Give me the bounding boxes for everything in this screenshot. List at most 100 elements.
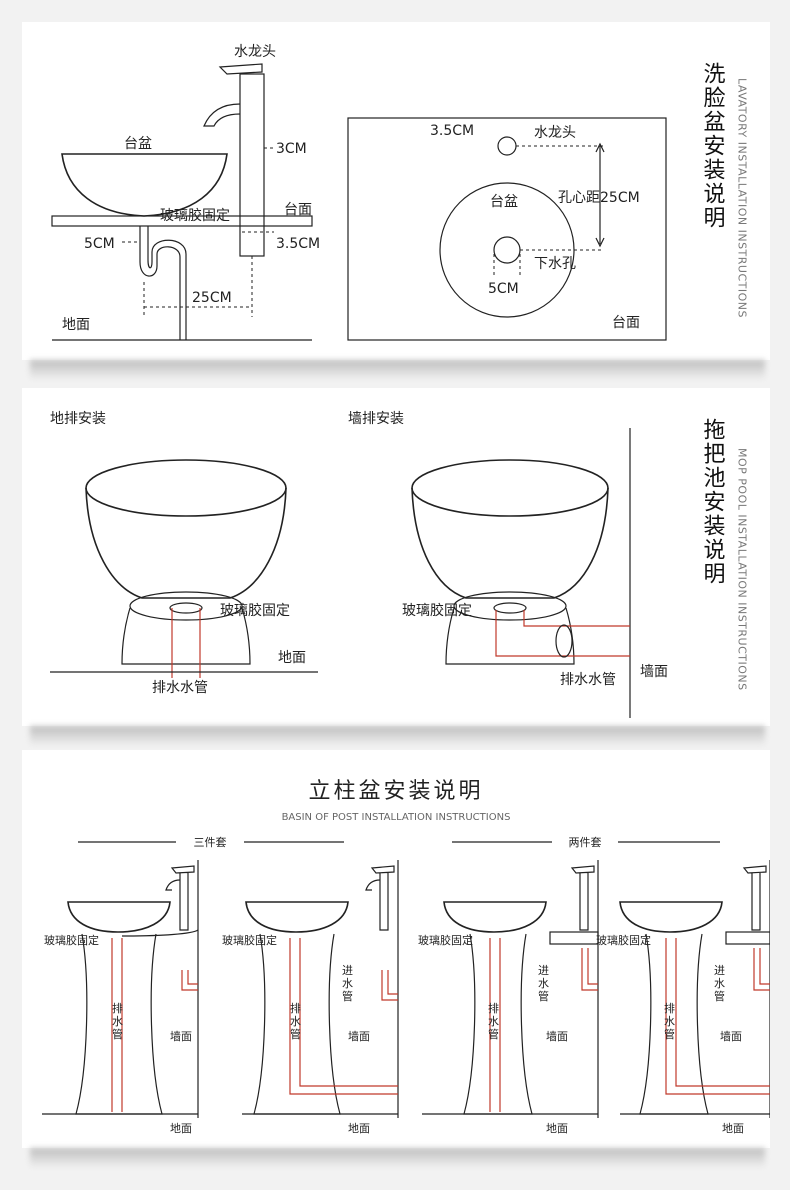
pedestal-column-shape <box>639 933 709 1115</box>
inlet-pipe-4-char-3: 管 <box>714 989 725 1003</box>
wall-label: 墙面 <box>640 664 668 680</box>
top-dim-5cm-label: 5CM <box>488 281 519 297</box>
faucet-shape <box>742 865 767 931</box>
pedestal-title: 立柱盆安装说明 <box>308 779 483 804</box>
drain-hole-circle <box>493 236 521 264</box>
drain-pipe-3-char-1: 排 <box>488 1001 499 1015</box>
drain-trap-inner-shape <box>147 226 187 340</box>
glass-glue-label-right: 玻璃胶固定 <box>402 602 472 619</box>
panel-shadow <box>30 1148 765 1168</box>
counter-edge <box>121 929 199 937</box>
faucet-body-shape <box>239 73 265 257</box>
mop-basin-rim-left <box>85 459 287 517</box>
pedestal-column-shape <box>253 933 341 1115</box>
drain-pipe-b <box>675 938 770 1087</box>
inlet-pipe-3-char-1: 进 <box>538 964 549 977</box>
drain-pipe-1-char-1: 排 <box>112 1001 123 1015</box>
basin-bowl-shape <box>619 901 723 933</box>
dim-25cm-label: 25CM <box>192 290 232 306</box>
faucet-spout-shape <box>365 879 381 891</box>
inlet-pipe-2-char-3: 管 <box>342 989 353 1003</box>
counter-label: 台面 <box>284 202 312 218</box>
pedestal-figure-2 <box>242 860 399 1118</box>
drain-pipe-3-char-3: 管 <box>488 1027 499 1041</box>
mop-basin-rim-right <box>411 459 609 517</box>
group-three-label: 三件套 <box>194 836 227 849</box>
floor-drain-title: 地排安装 <box>50 411 106 427</box>
inlet-pipe <box>581 948 598 991</box>
drain-pipe-1-char-3: 管 <box>112 1027 123 1041</box>
glass-glue-label-2: 玻璃胶固定 <box>222 933 277 947</box>
group-two-label: 两件套 <box>569 836 602 849</box>
lavatory-subtitle: LAVATORY INSTALLATION INSTRUCTIONS <box>736 78 749 318</box>
top-counter-label: 台面 <box>612 315 640 331</box>
drain-pipe-4-char-2: 水 <box>664 1015 675 1028</box>
faucet-spout-shape <box>203 103 241 127</box>
basin-bowl-shape <box>61 153 228 217</box>
faucet-spout-shape <box>165 879 181 891</box>
floor-label-1: 地面 <box>170 1122 192 1135</box>
wall-label-1: 墙面 <box>170 1029 192 1043</box>
drain-pipe-2-char-1: 排 <box>290 1001 301 1015</box>
faucet-hole-circle <box>497 136 517 156</box>
inlet-pipe-4-char-2: 水 <box>714 977 725 990</box>
floor-label-2: 地面 <box>348 1122 370 1135</box>
pedestal-subtitle: BASIN OF POST INSTALLATION INSTRUCTIONS <box>282 812 511 823</box>
drain-pipe-right-a <box>495 610 630 657</box>
mop-pool-diagram: 地排安装 玻璃胶固定 地面 排水水管 墙排安装 玻璃胶固定 排水水管 墙面 拖把… <box>50 411 749 718</box>
arrow-heads <box>595 142 605 248</box>
floor-label-4: 地面 <box>722 1122 744 1135</box>
drain-pipe-4-char-1: 排 <box>664 1001 675 1015</box>
faucet-shape <box>370 865 395 931</box>
basin-bowl-shape <box>67 901 171 933</box>
drain-pipe-b <box>299 938 398 1087</box>
pedestal-column-shape <box>75 933 163 1115</box>
faucet-shape <box>570 865 595 931</box>
drain-pipe-1-char-2: 水 <box>112 1015 123 1028</box>
dim-3cm-label: 3CM <box>276 141 307 157</box>
drain-hole-right <box>493 602 527 614</box>
inlet-pipe <box>181 970 198 991</box>
top-dim-3-5cm-label: 3.5CM <box>430 123 474 139</box>
wall-bracket-shape <box>549 931 599 945</box>
wall-label-2: 墙面 <box>348 1029 370 1043</box>
mop-basin-body-left <box>85 487 287 599</box>
drain-pipe-c <box>289 1086 398 1095</box>
mop-base-top-left <box>129 591 243 621</box>
mop-basin-body-right <box>411 487 609 599</box>
panel-shadow <box>30 360 765 380</box>
inlet-pipe-4-char-1: 进 <box>714 964 725 977</box>
wall-label-4: 墙面 <box>720 1029 742 1043</box>
drain-trap-shape <box>139 226 181 340</box>
inlet-pipe <box>381 970 398 1001</box>
wall-label-3: 墙面 <box>546 1029 568 1043</box>
mop-base-right <box>445 607 575 665</box>
pedestal-column-shape <box>463 933 533 1115</box>
drain-pipe-label-left: 排水水管 <box>152 680 208 696</box>
pedestal-figure-4 <box>619 860 770 1118</box>
floor-label-left: 地面 <box>278 650 306 666</box>
glass-glue-label-left: 玻璃胶固定 <box>220 602 290 619</box>
top-view-counter-rect <box>347 117 667 341</box>
glass-glue-label-3: 玻璃胶固定 <box>418 933 473 947</box>
drain-pipe-4-char-3: 管 <box>664 1027 675 1041</box>
mop-pool-title: 拖把池安装说明 <box>700 418 726 586</box>
glass-glue-label-1: 玻璃胶固定 <box>44 933 99 947</box>
wall-drain-title: 墙排安装 <box>348 411 404 427</box>
drain-pipe-label-right: 排水水管 <box>560 672 616 688</box>
floor-label-3: 地面 <box>546 1122 568 1135</box>
top-basin-label: 台盆 <box>490 194 518 210</box>
counter-slab-shape <box>51 215 313 227</box>
inlet-pipe-3-char-3: 管 <box>538 989 549 1003</box>
pedestal-basin-installation-panel: 立柱盆安装说明 BASIN OF POST INSTALLATION INSTR… <box>22 750 770 1148</box>
pedestal-basin-diagram: 立柱盆安装说明 BASIN OF POST INSTALLATION INSTR… <box>42 779 770 1135</box>
drain-pipe-2-char-2: 水 <box>290 1015 301 1028</box>
hole-distance-label: 孔心距25CM <box>558 190 640 206</box>
floor-label: 地面 <box>62 317 90 333</box>
pedestal-figure-3 <box>422 860 599 1118</box>
faucet-shape <box>170 865 195 931</box>
drain-hole-left <box>169 602 203 614</box>
drain-pipe-3-char-2: 水 <box>488 1015 499 1028</box>
basin-bowl-shape <box>245 901 349 933</box>
dim-3-5cm-label: 3.5CM <box>276 236 320 252</box>
